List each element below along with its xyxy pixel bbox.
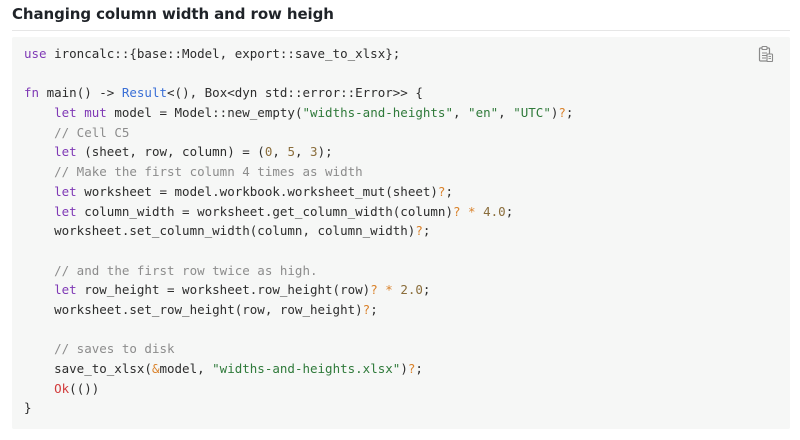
string-literal: "widths-and-heights.xlsx" xyxy=(212,361,401,376)
comment: // Make the first column 4 times as widt… xyxy=(54,164,363,180)
code-line: let (sheet, row, column) = (0, 5, 3); xyxy=(24,142,573,162)
operator: & xyxy=(151,361,160,376)
code-line: fn main() -> Result<(), Box<dyn std::err… xyxy=(24,83,573,103)
code-text: (()) xyxy=(69,380,100,396)
comment: // and the first row twice as high. xyxy=(54,262,318,278)
code-text: ; xyxy=(370,301,378,317)
code-line: let mut model = Model::new_empty("widths… xyxy=(24,103,573,123)
code-text: , xyxy=(272,144,288,160)
comment: // saves to disk xyxy=(54,341,175,357)
code-line xyxy=(24,64,573,84)
keyword: let xyxy=(54,203,77,219)
code-text xyxy=(24,204,54,219)
code-text: worksheet = model.workbook.worksheet_mut… xyxy=(76,183,438,199)
code-text: row_height = worksheet.row_height(row) xyxy=(76,282,371,298)
code-text: <(), Box<dyn std::error::Error>> { xyxy=(167,85,423,101)
operator: ? xyxy=(437,183,446,199)
code-line xyxy=(24,320,573,340)
section-heading: Changing column width and row heigh xyxy=(12,5,334,23)
copy-code-button[interactable] xyxy=(758,45,774,63)
code-line: // Cell C5 xyxy=(24,123,573,143)
heading-divider xyxy=(12,30,790,31)
code-text xyxy=(476,204,484,219)
code-text: ; xyxy=(415,361,423,376)
code-block: use ironcalc::{base::Model, export::save… xyxy=(12,37,790,429)
code-line: save_to_xlsx(&model, "widths-and-heights… xyxy=(24,359,573,379)
code-text: , xyxy=(498,105,514,121)
code-text: worksheet.set_row_height(row, row_height… xyxy=(24,301,363,317)
code-text: ; xyxy=(422,282,431,298)
code-line: let column_width = worksheet.get_column_… xyxy=(24,202,573,222)
number-literal: 0 xyxy=(264,144,273,160)
code-text xyxy=(24,105,54,120)
code-text: ) xyxy=(400,361,408,376)
code-line: } xyxy=(24,398,573,418)
code-text: ; xyxy=(445,183,453,199)
code-line xyxy=(24,241,573,261)
number-literal: 2.0 xyxy=(400,282,423,298)
code-text: model = Model::new_empty( xyxy=(106,105,303,121)
keyword: fn xyxy=(24,85,40,101)
code-text xyxy=(461,204,469,219)
code-text: (sheet, row, column) = ( xyxy=(76,144,265,160)
code-text: , xyxy=(294,144,311,160)
operator: * xyxy=(385,282,393,298)
string-literal: "widths-and-heights" xyxy=(302,105,453,121)
operator: ? xyxy=(558,105,566,121)
code-text: } xyxy=(24,400,32,416)
code-line: let worksheet = model.workbook.worksheet… xyxy=(24,182,573,202)
code-text xyxy=(24,381,54,396)
code-text: ; xyxy=(565,105,574,121)
number-literal: 4.0 xyxy=(483,203,506,219)
code-text xyxy=(24,341,54,356)
code-text xyxy=(24,164,54,179)
keyword: let mut xyxy=(54,105,107,121)
comment: // Cell C5 xyxy=(54,124,130,140)
string-literal: "en" xyxy=(468,105,499,121)
code-text: main() -> xyxy=(39,85,122,101)
code-text xyxy=(24,263,54,278)
operator: * xyxy=(468,203,476,219)
operator: ? xyxy=(407,361,416,376)
code-line: let row_height = worksheet.row_height(ro… xyxy=(24,280,573,300)
code-text xyxy=(24,282,54,297)
keyword: let xyxy=(54,144,77,160)
keyword: use xyxy=(24,46,47,61)
code-text xyxy=(24,184,54,199)
clipboard-copy-icon xyxy=(758,45,774,63)
code-text: ironcalc::{base::Model, export::save_to_… xyxy=(46,46,401,61)
code-text xyxy=(24,125,54,140)
rust-code-listing: use ironcalc::{base::Model, export::save… xyxy=(24,44,573,418)
code-line: use ironcalc::{base::Model, export::save… xyxy=(24,44,573,64)
number-literal: 3 xyxy=(310,144,318,160)
code-text xyxy=(24,144,54,159)
string-literal: "UTC" xyxy=(513,105,551,121)
type-name: Result xyxy=(121,85,168,101)
operator: ? xyxy=(362,301,371,317)
code-line: worksheet.set_row_height(row, row_height… xyxy=(24,300,573,320)
operator: ? xyxy=(452,203,461,219)
code-text: worksheet.set_column_width(column, colum… xyxy=(24,223,416,239)
operator: ? xyxy=(415,223,423,239)
code-text: ; xyxy=(505,203,514,219)
code-text: model, xyxy=(159,361,213,376)
code-text: column_width = worksheet.get_column_widt… xyxy=(76,203,453,219)
code-line: // saves to disk xyxy=(24,339,573,359)
code-text: ) xyxy=(550,105,559,121)
code-text: ; xyxy=(422,223,431,239)
code-line: worksheet.set_column_width(column, colum… xyxy=(24,221,573,241)
code-line: Ok(()) xyxy=(24,379,573,399)
code-text: save_to_xlsx( xyxy=(24,361,152,376)
code-text: ); xyxy=(317,144,333,160)
operator: ? xyxy=(370,282,378,298)
keyword: let xyxy=(54,183,77,199)
code-text: , xyxy=(452,105,469,121)
code-line: // and the first row twice as high. xyxy=(24,261,573,281)
result-variant: Ok xyxy=(54,380,70,396)
code-line: // Make the first column 4 times as widt… xyxy=(24,162,573,182)
number-literal: 5 xyxy=(287,144,295,160)
keyword: let xyxy=(54,282,77,298)
